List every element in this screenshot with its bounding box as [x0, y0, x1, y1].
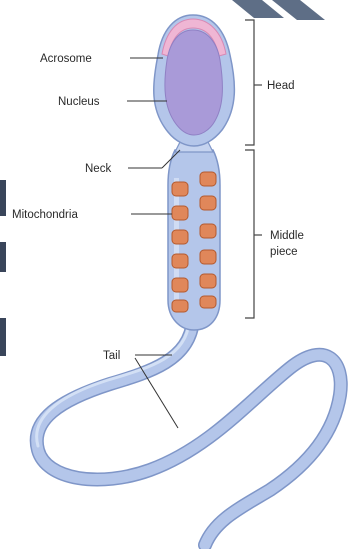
corner-decoration — [232, 0, 325, 20]
mitochondria-label: Mitochondria — [12, 209, 78, 221]
tail — [37, 320, 341, 545]
head-bracket — [245, 20, 262, 145]
nucleus-label: Nucleus — [58, 96, 100, 108]
middle-piece-label-line1: Middle — [270, 230, 304, 242]
neck-label: Neck — [85, 163, 111, 175]
middle-piece-bracket — [245, 150, 262, 318]
middle-piece-label-line2: piece — [270, 246, 298, 258]
head — [154, 15, 235, 146]
tail-label: Tail — [103, 350, 120, 362]
head-label: Head — [267, 80, 295, 92]
left-edge-bars — [0, 180, 6, 356]
acrosome-label: Acrosome — [40, 53, 92, 65]
